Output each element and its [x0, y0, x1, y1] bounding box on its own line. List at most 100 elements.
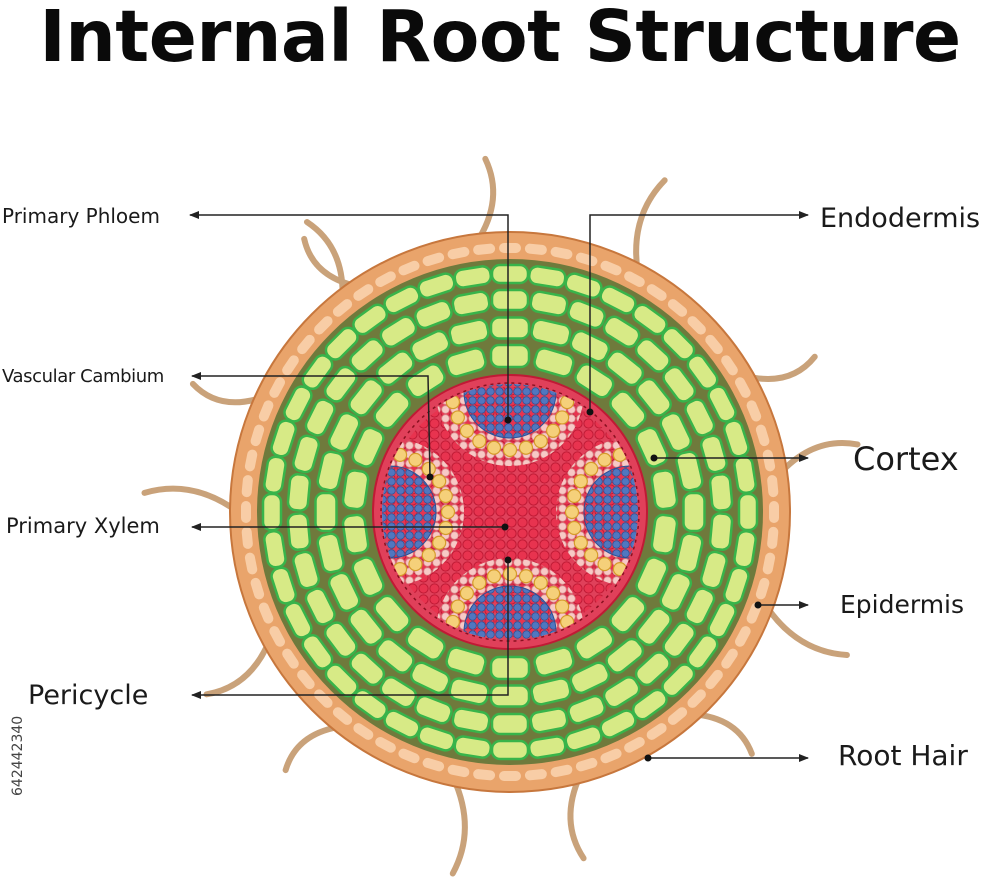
root-hair	[742, 353, 818, 382]
cortex-cell	[605, 350, 645, 387]
cortex-cell	[708, 473, 734, 512]
cortex-cell	[341, 513, 370, 555]
cortex-cell	[316, 450, 345, 492]
vascular-cambium-cell	[421, 548, 436, 563]
cortex-cell	[650, 513, 679, 555]
cortex-cell	[686, 633, 719, 670]
cortex-cell	[383, 285, 421, 315]
cortex-cell	[349, 337, 386, 373]
cortex-cell	[324, 663, 359, 698]
cortex-cell	[529, 290, 569, 317]
label-vascular-cambium: Vascular Cambium	[2, 366, 164, 387]
epidermis-cell	[422, 252, 445, 267]
cortex-cell	[301, 354, 334, 391]
cortex-cell	[708, 512, 734, 551]
epidermis-cell	[258, 602, 274, 624]
cortex-cell	[316, 532, 345, 574]
epidermis-cell	[250, 424, 265, 447]
cortex-cell	[662, 365, 697, 403]
epidermis-cell	[734, 626, 751, 647]
cortex-cell	[699, 434, 728, 474]
vascular-cambium-cell	[502, 442, 518, 458]
cortex-cell	[631, 688, 668, 721]
leader-primary-phloem-dot	[504, 416, 512, 424]
epidermis-cell	[600, 748, 622, 764]
cortex-cell	[533, 347, 575, 378]
cortex-cell	[635, 607, 672, 647]
cortex-cell	[634, 651, 671, 687]
cortex-cell	[707, 385, 737, 423]
vascular-cambium-cell	[584, 548, 599, 563]
cortex-cell	[301, 633, 334, 670]
vascular-cambium-cell	[438, 488, 453, 504]
vascular-cambium-cell	[564, 504, 580, 520]
epidermis-cell	[734, 377, 751, 398]
epidermis-cell	[314, 316, 333, 335]
epidermis-cell	[550, 764, 573, 778]
epidermis-cell	[746, 400, 762, 422]
cortex-cell	[661, 663, 696, 698]
vascular-cambium-cell	[555, 410, 570, 425]
cortex-cell	[405, 363, 446, 399]
vascular-cambium-cell	[533, 575, 548, 590]
vascular-cambium-cell	[546, 586, 561, 601]
epidermis-cell	[499, 771, 521, 781]
epidermis-cell	[241, 501, 251, 523]
epidermis-cell	[624, 271, 645, 288]
epidermis-cell	[473, 769, 496, 781]
cortex-cell	[564, 272, 603, 299]
cortex-cell	[405, 625, 446, 661]
epidermis-cell	[375, 271, 396, 288]
pericycle-ring	[380, 382, 640, 642]
cortex-cell	[733, 455, 757, 495]
cortex-cell	[379, 676, 418, 709]
cortex-cell	[609, 390, 647, 430]
cortex-cell	[707, 601, 737, 639]
cortex-cell	[605, 637, 645, 674]
cortex-cell	[530, 677, 572, 706]
svg-text:642442340: 642442340	[10, 716, 26, 796]
epidermis-cell	[447, 764, 470, 778]
epidermis-cell	[499, 243, 521, 253]
cortex-cell	[352, 688, 389, 721]
vascular-cambium-cell	[408, 557, 423, 572]
cortex-cell	[684, 398, 716, 437]
epidermis-cell	[282, 648, 299, 669]
epidermis-cell	[646, 284, 667, 301]
cortex-cell	[445, 646, 487, 677]
epidermis-cell	[244, 552, 258, 575]
cortex-cell	[723, 566, 750, 605]
cortex-cell	[733, 529, 757, 569]
root-hair	[633, 177, 668, 275]
epidermis-cell	[282, 355, 299, 376]
cortex-cell	[351, 426, 385, 468]
cortex-cell	[675, 450, 704, 492]
cortex-cell	[383, 709, 421, 739]
epidermis-cell	[297, 669, 315, 690]
cortex-cell	[650, 469, 679, 511]
vascular-cambium-cell	[567, 488, 582, 504]
cortex-cell	[489, 343, 531, 369]
cortex-cell	[414, 694, 453, 725]
epidermis-cell	[332, 707, 353, 725]
vascular-cambium-cell	[518, 569, 534, 584]
cortex-cell	[286, 473, 312, 512]
cortex-cell	[609, 594, 647, 634]
vascular-cambium-cell	[533, 434, 548, 449]
vascular-cambium-cell	[518, 440, 534, 455]
cortex-cell	[352, 303, 389, 336]
cortex-cell	[527, 265, 567, 289]
vascular-cambium-cell	[408, 452, 423, 467]
vascular-cambium-cell	[472, 434, 487, 449]
epidermis-cell	[269, 377, 286, 398]
cortex-cell	[567, 694, 606, 725]
cortex-cell	[662, 621, 697, 659]
cortex-cell	[574, 625, 615, 661]
cortex-cell	[490, 739, 530, 761]
epidermis-cell	[755, 424, 770, 447]
cortex-cell	[283, 601, 313, 639]
epidermis-cell	[575, 757, 598, 772]
cortex-cell	[527, 735, 567, 759]
epidermis-cell	[241, 526, 253, 549]
